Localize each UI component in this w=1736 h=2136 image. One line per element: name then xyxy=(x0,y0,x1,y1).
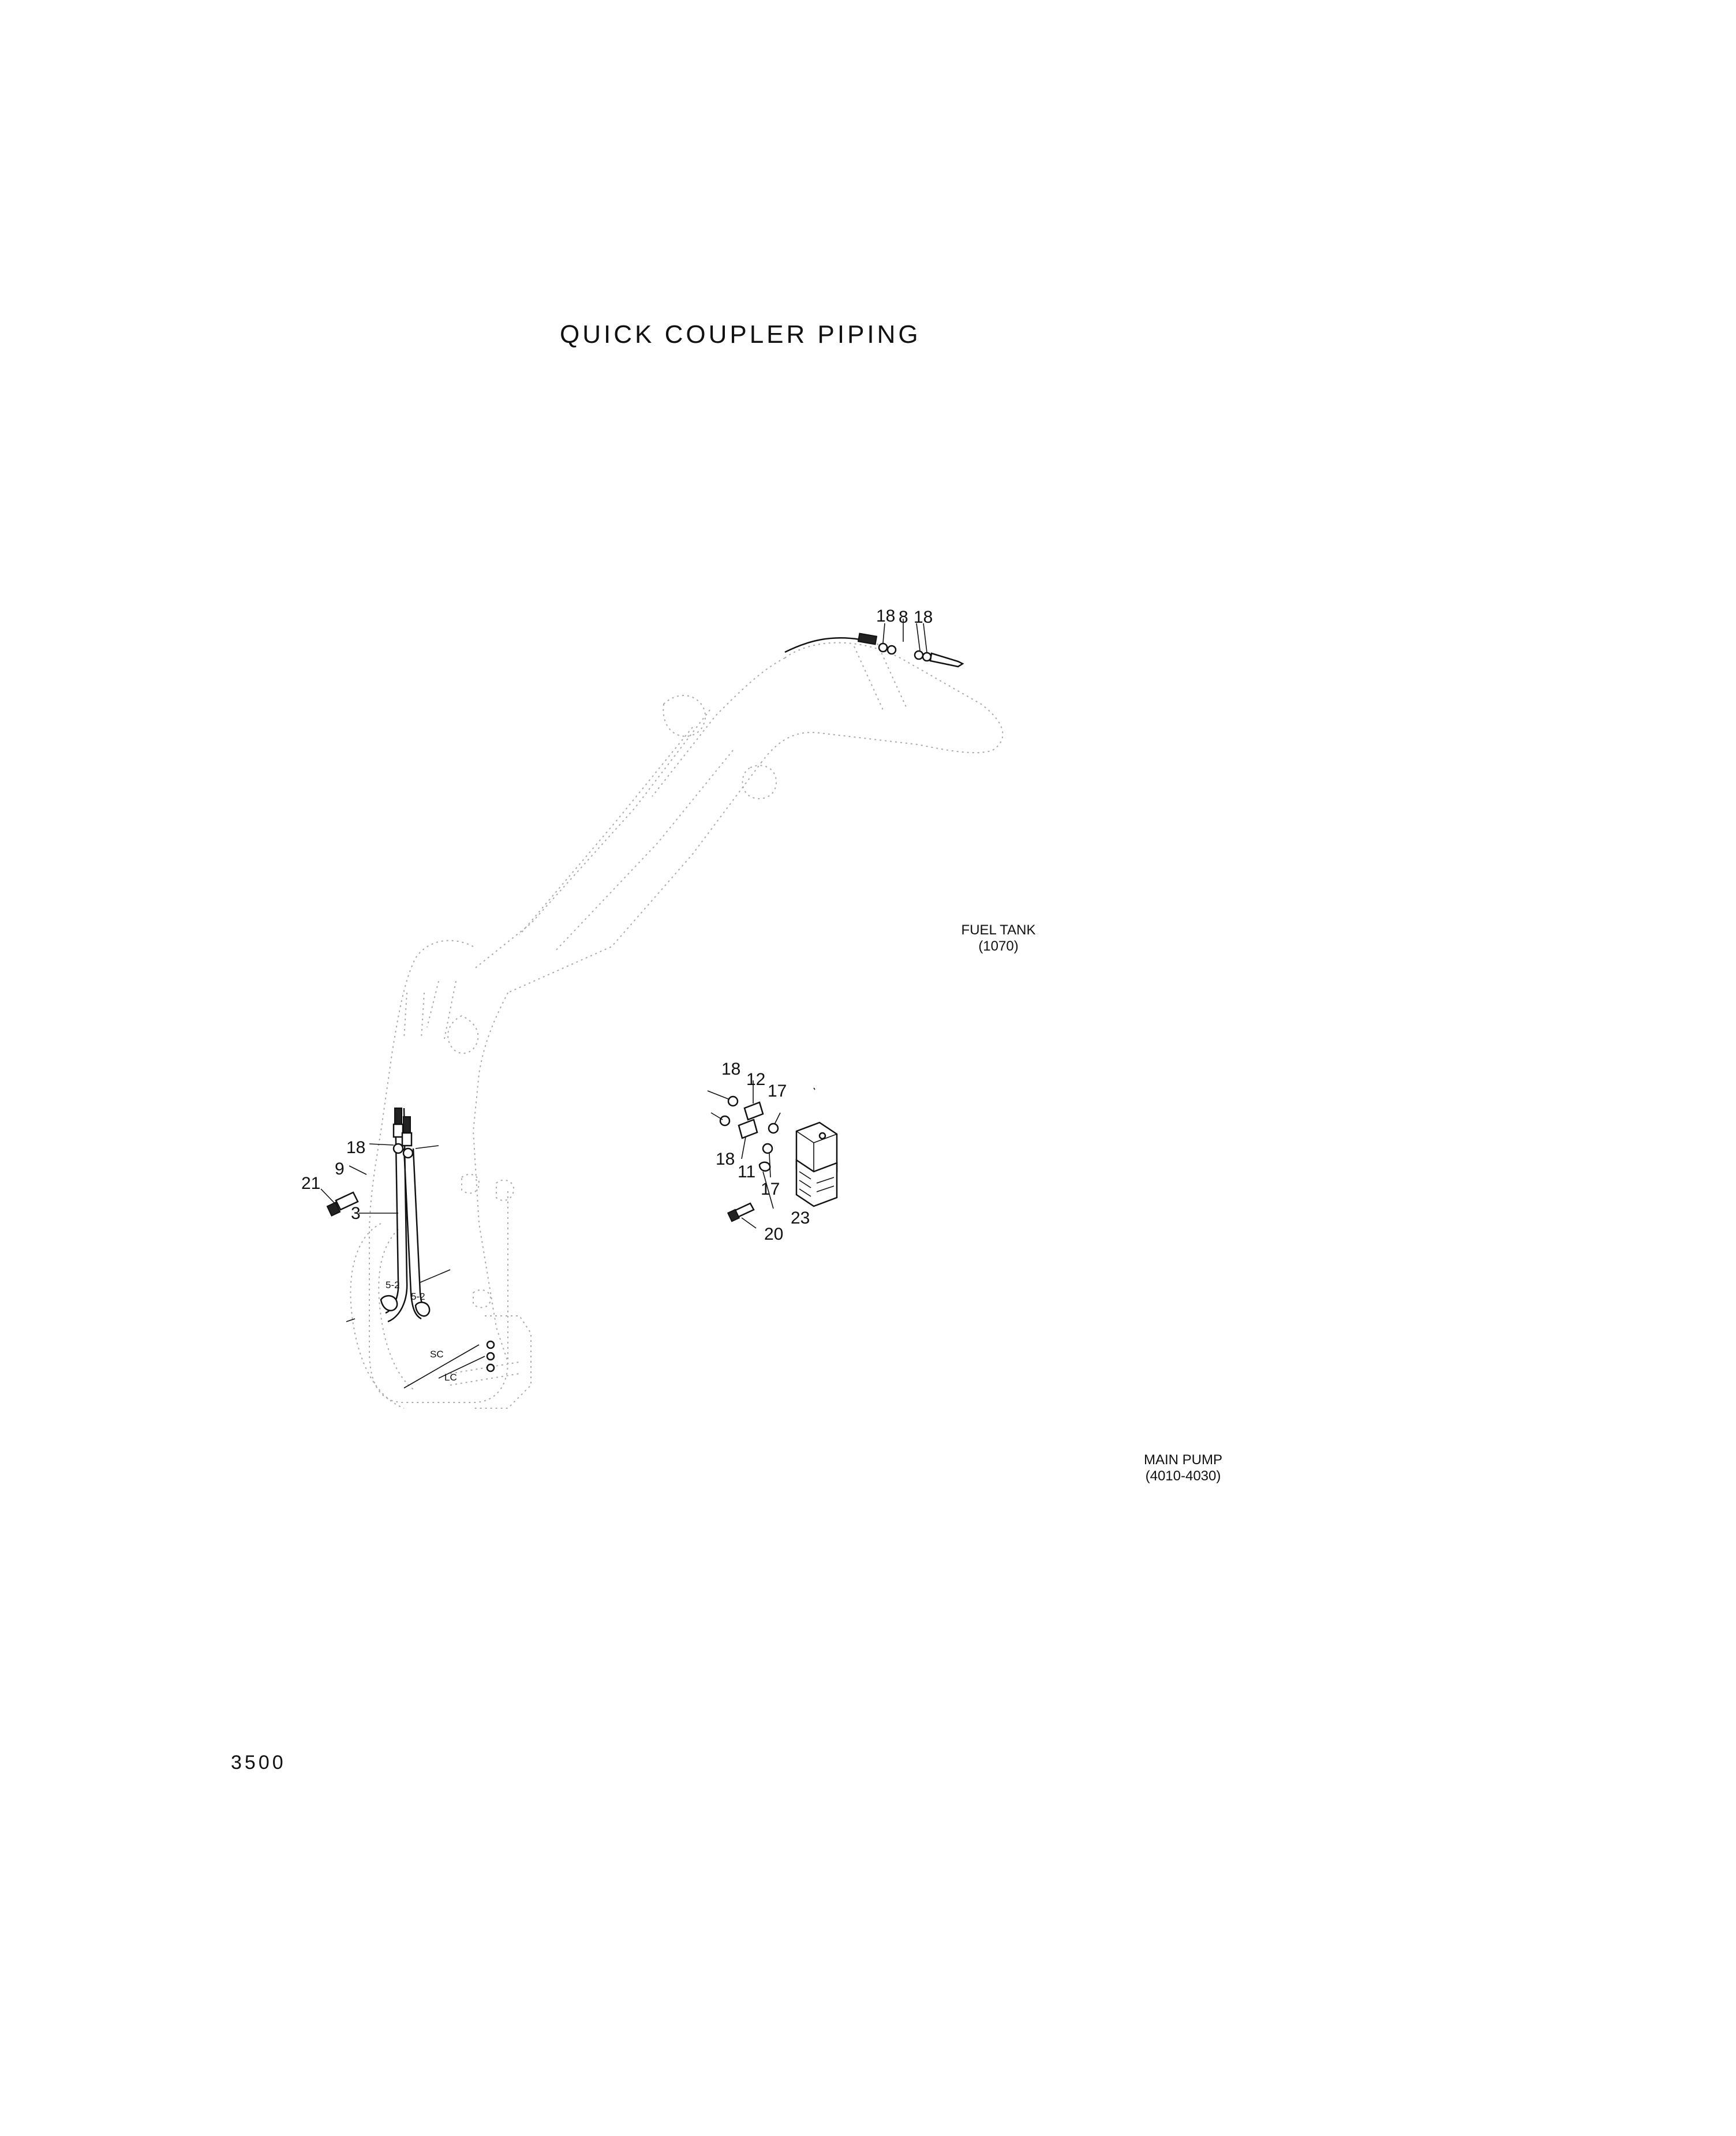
callout-18-valve-bottom[interactable]: 18 xyxy=(716,1150,735,1169)
callout-20-valve[interactable]: 20 xyxy=(764,1225,783,1244)
boom-arm-phantom-outline xyxy=(350,642,1004,1409)
arm-top-hose-assembly xyxy=(784,619,964,668)
callout-8-arm[interactable]: 8 xyxy=(899,608,908,627)
fuel-tank-code: (1070) xyxy=(978,938,1019,954)
callout-18-boom[interactable]: 18 xyxy=(346,1138,365,1157)
main-pump-reference[interactable]: MAIN PUMP (4010-4030) xyxy=(1108,1452,1258,1484)
hose-label-sc: SC xyxy=(430,1349,444,1360)
callout-17-valve-top[interactable]: 17 xyxy=(768,1082,787,1101)
hose-mark-left: 5-2 xyxy=(386,1280,400,1290)
callout-11-valve[interactable]: 11 xyxy=(738,1162,755,1181)
main-pump-label: MAIN PUMP xyxy=(1143,1452,1222,1468)
callout-18-arm-left[interactable]: 18 xyxy=(876,607,895,626)
page-number: 3500 xyxy=(231,1752,286,1774)
callout-3-boom[interactable]: 3 xyxy=(351,1204,361,1223)
fuel-tank-reference[interactable]: FUEL TANK (1070) xyxy=(923,922,1073,955)
callout-12-valve[interactable]: 12 xyxy=(746,1070,765,1089)
callout-18-arm-right[interactable]: 18 xyxy=(914,608,933,627)
callout-17-valve-bottom[interactable]: 17 xyxy=(761,1180,780,1199)
main-pump-code: (4010-4030) xyxy=(1145,1468,1221,1484)
boom-hose-assembly: 5-2 5-2 xyxy=(320,1108,495,1389)
callout-9-boom[interactable]: 9 xyxy=(335,1159,345,1179)
callout-18-valve-top[interactable]: 18 xyxy=(721,1060,740,1079)
hose-label-lc: LC xyxy=(444,1372,457,1383)
page-title: QUICK COUPLER PIPING xyxy=(560,320,921,349)
fuel-tank-label: FUEL TANK xyxy=(961,922,1036,938)
callout-23-valve[interactable]: 23 xyxy=(791,1209,810,1228)
callout-21-boom[interactable]: 21 xyxy=(301,1174,320,1193)
solenoid-valve-assembly xyxy=(707,1080,838,1229)
hose-mark-right: 5-2 xyxy=(411,1291,425,1302)
